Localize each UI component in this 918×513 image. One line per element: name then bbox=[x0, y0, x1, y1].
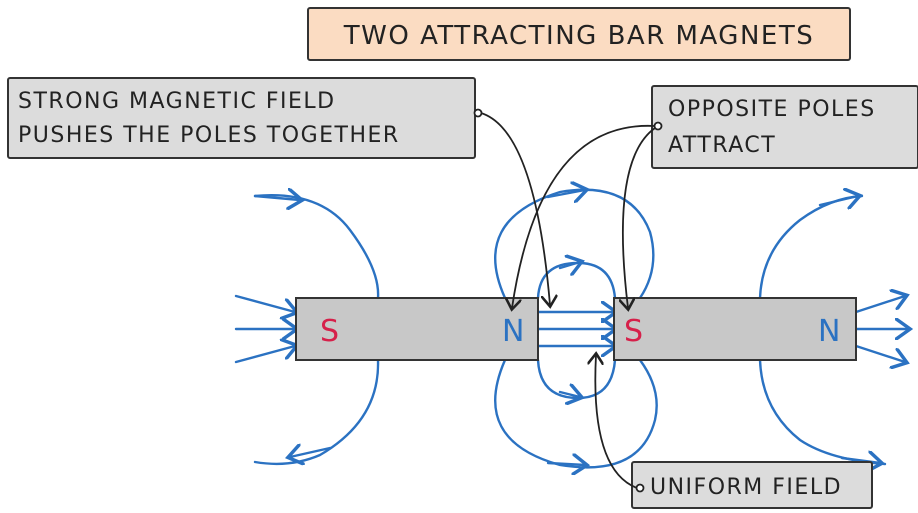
right-magnet: S N bbox=[613, 297, 857, 361]
left-magnet: S N bbox=[295, 297, 539, 361]
field-line bbox=[818, 196, 858, 205]
right-magnet-north-label: N bbox=[818, 314, 840, 349]
pointer-arrow bbox=[595, 355, 638, 489]
opposite-poles-line1: OPPOSITE POLES bbox=[668, 97, 876, 122]
field-line bbox=[253, 194, 380, 300]
field-line bbox=[253, 358, 380, 466]
field-line bbox=[854, 344, 905, 362]
field-line bbox=[253, 196, 300, 200]
field-line bbox=[494, 358, 658, 469]
pointer-arrows bbox=[473, 108, 663, 493]
strong-field-line1: STRONG MAGNETIC FIELD bbox=[18, 89, 336, 114]
field-line bbox=[840, 458, 880, 463]
field-line bbox=[546, 463, 585, 465]
field-line bbox=[546, 190, 585, 197]
field-line bbox=[558, 262, 580, 268]
field-line bbox=[234, 346, 295, 364]
field-line bbox=[536, 358, 617, 400]
title-box: TWO ATTRACTING BAR MAGNETS bbox=[307, 7, 851, 61]
pointer-arrow bbox=[623, 127, 656, 308]
strong-field-line2: PUSHES THE POLES TOGETHER bbox=[18, 123, 400, 148]
diagram-title: TWO ATTRACTING BAR MAGNETS bbox=[343, 21, 814, 51]
opposite-poles-line2: ATTRACT bbox=[668, 133, 776, 158]
pointer-arrow bbox=[480, 112, 550, 305]
opposite-poles-callout: OPPOSITE POLES ATTRACT bbox=[651, 85, 918, 169]
field-line bbox=[854, 296, 905, 314]
field-lines bbox=[234, 188, 908, 469]
left-magnet-north-label: N bbox=[502, 314, 524, 349]
field-line bbox=[558, 392, 580, 397]
field-line bbox=[494, 188, 655, 300]
field-line bbox=[234, 294, 295, 312]
uniform-field-label: UNIFORM FIELD bbox=[650, 475, 842, 500]
strong-field-callout: STRONG MAGNETIC FIELD PUSHES THE POLES T… bbox=[7, 77, 476, 159]
field-line bbox=[758, 358, 887, 466]
field-line bbox=[290, 448, 332, 457]
right-magnet-south-label: S bbox=[624, 314, 643, 349]
uniform-field-callout: UNIFORM FIELD bbox=[631, 461, 873, 509]
left-magnet-south-label: S bbox=[320, 314, 339, 349]
pointer-arrow bbox=[512, 125, 656, 308]
field-line bbox=[758, 194, 864, 300]
